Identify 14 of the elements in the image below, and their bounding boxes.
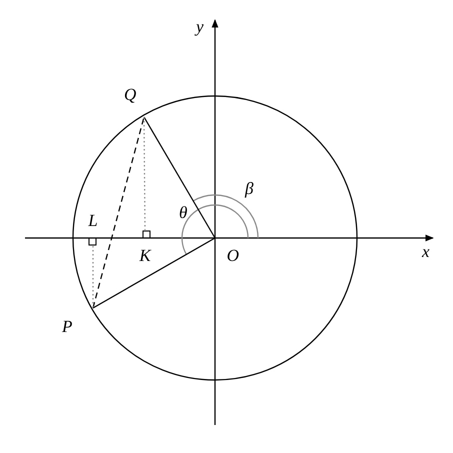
line-segment (143, 116, 216, 238)
dashed-line (92, 246, 94, 308)
point-label: K (139, 247, 151, 264)
dashed-line (143, 117, 146, 230)
line-segment (92, 237, 216, 309)
angle-label: β (245, 180, 254, 197)
point-label: Q (124, 86, 136, 103)
axis-label: x (422, 243, 430, 260)
angle-label: θ (179, 204, 188, 221)
axis-label: y (196, 18, 204, 35)
dashed-line (92, 116, 145, 308)
point-label: O (226, 247, 239, 264)
point-label: L (88, 212, 98, 229)
point-label: P (62, 318, 72, 335)
